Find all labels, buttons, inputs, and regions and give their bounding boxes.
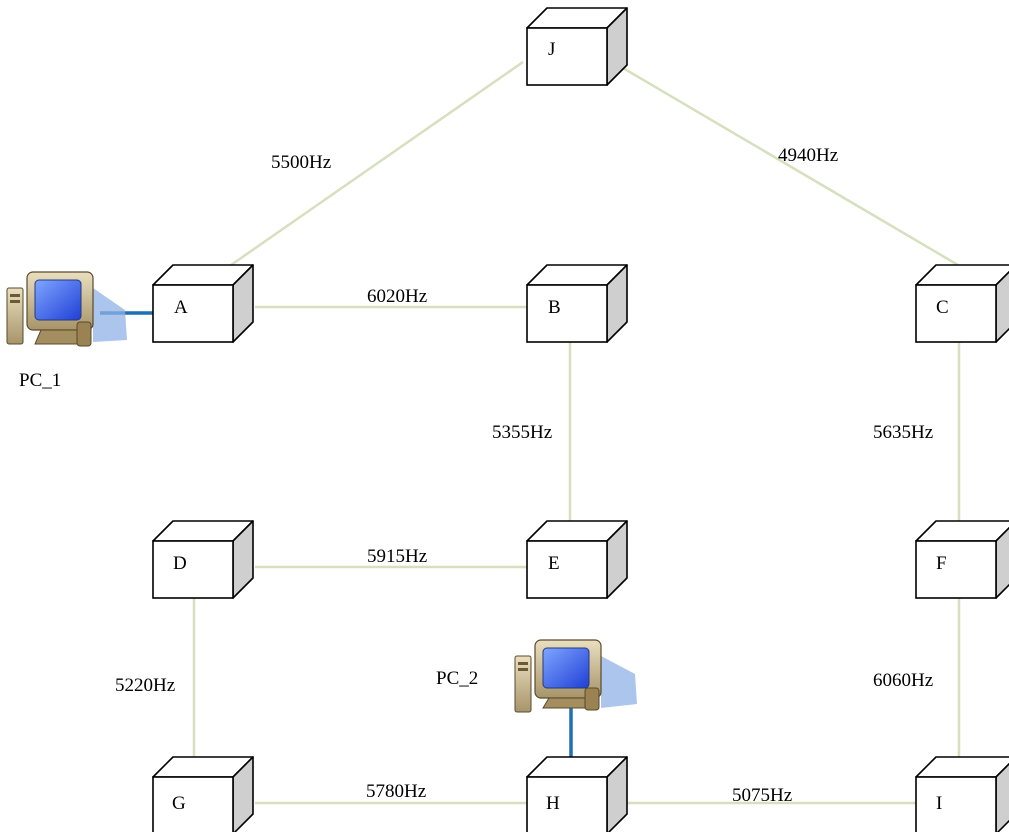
box-front-face (152, 776, 234, 832)
box-front-face (152, 284, 234, 343)
pc-label-1: PC_1 (19, 370, 61, 391)
freq-label-f-i: 6060Hz (873, 670, 933, 691)
node-label-e: E (548, 553, 560, 574)
freq-label-d-e: 5915Hz (367, 546, 427, 567)
desktop-computer-icon (6, 271, 127, 347)
link-j-a (230, 60, 524, 267)
box-front-face (526, 284, 608, 343)
node-label-b: B (548, 297, 561, 318)
freq-label-a-b: 6020Hz (367, 286, 427, 307)
pc-2[interactable] (514, 639, 637, 713)
links (192, 60, 961, 805)
node-b[interactable]: B (526, 264, 628, 343)
node-f[interactable]: F (915, 520, 1009, 599)
box-top-face (915, 756, 1009, 778)
node-h[interactable]: H (526, 756, 628, 832)
box-front-face (526, 776, 608, 832)
node-label-f: F (936, 553, 947, 574)
node-label-i: I (936, 793, 942, 814)
node-j[interactable]: J (526, 7, 628, 86)
node-label-a: A (174, 297, 188, 318)
node-label-c: C (936, 297, 949, 318)
box-front-face (526, 540, 608, 599)
node-d[interactable]: D (152, 520, 254, 599)
node-label-d: D (173, 553, 187, 574)
box-front-face (526, 27, 608, 86)
freq-label-h-i: 5075Hz (732, 785, 792, 806)
node-i[interactable]: I (915, 756, 1009, 832)
pc-label-2: PC_2 (436, 668, 478, 689)
node-c[interactable]: C (915, 264, 1009, 343)
box-top-face (915, 264, 1009, 286)
box-front-face (152, 540, 234, 599)
node-a[interactable]: A (152, 264, 254, 343)
node-g[interactable]: G (152, 756, 254, 832)
node-e[interactable]: E (526, 520, 628, 599)
freq-label-c-f: 5635Hz (873, 422, 933, 443)
freq-label-j-a: 5500Hz (271, 152, 331, 173)
node-label-g: G (172, 793, 186, 814)
freq-label-g-h: 5780Hz (366, 781, 426, 802)
box-top-face (915, 520, 1009, 542)
box-front-face (915, 284, 997, 343)
desktop-computer-icon (514, 639, 637, 713)
node-label-j: J (548, 39, 555, 60)
node-label-h: H (546, 793, 560, 814)
link-j-c (622, 66, 959, 267)
freq-label-j-c: 4940Hz (778, 145, 838, 166)
freq-label-d-g: 5220Hz (115, 675, 175, 696)
frequency-labels: 5500Hz 4940Hz 6020Hz 5355Hz 5635Hz 5915H… (115, 145, 933, 806)
box-front-face (915, 776, 997, 832)
box-front-face (915, 540, 997, 599)
pc-1[interactable]: PC_1 (6, 271, 127, 391)
freq-label-b-e: 5355Hz (492, 422, 552, 443)
